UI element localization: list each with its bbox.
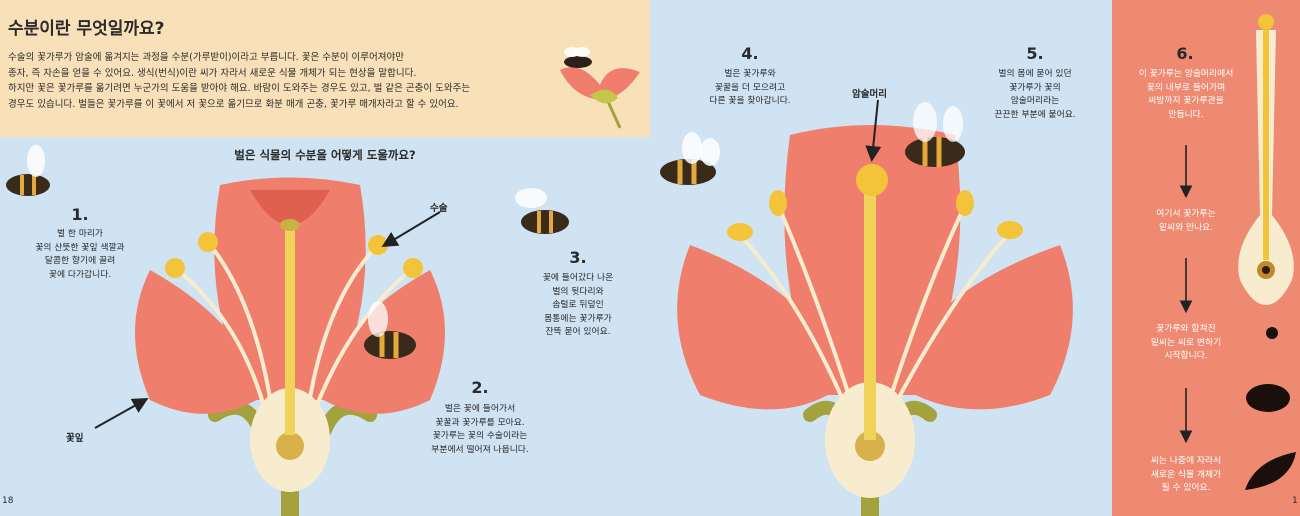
bee-step3 — [515, 188, 569, 234]
intro-box — [0, 0, 650, 137]
intro-line: 수술의 꽃가루가 암술에 옮겨지는 과정을 수분(가루받이)이라고 부릅니다. … — [8, 52, 404, 63]
intro-paragraph: 수술의 꽃가루가 암술에 옮겨지는 과정을 수분(가루받이)이라고 부릅니다. … — [8, 50, 568, 112]
step3-number: 3. — [569, 248, 587, 267]
step4-number: 4. — [741, 44, 759, 63]
intro-line: 경우도 있습니다. 벌들은 꽃가루를 이 꽃에서 저 꽃으로 옮기므로 화분 매… — [8, 98, 459, 110]
step1-number: 1. — [71, 205, 89, 224]
step5-number: 5. — [1026, 44, 1044, 63]
seed-stages — [1245, 327, 1296, 490]
intro-line: 종자, 즉 자손을 얻을 수 있어요. 생식(번식)이란 씨가 자라서 새로운 … — [8, 67, 417, 79]
middle-flower — [677, 125, 1073, 516]
bee-top-left — [6, 145, 50, 196]
bee-in-left-flower — [364, 301, 416, 359]
label-stigma: 암술머리 — [852, 89, 887, 100]
page-number-right: 1 — [1292, 496, 1298, 506]
subtitle: 벌은 식물의 수분을 어떻게 도울까요? — [234, 148, 416, 162]
page-title: 수분이란 무엇일까요? — [8, 19, 165, 39]
left-flower — [135, 177, 445, 516]
intro-line: 하지만 꽃은 꽃가루를 옮기려면 누군가의 도움을 받아야 해요. 바람이 도와… — [8, 83, 471, 94]
label-stamen: 수술 — [430, 203, 448, 214]
bee-on-stigma — [905, 102, 965, 167]
step6-number: 6. — [1176, 44, 1194, 63]
pistil-cross-section — [1238, 14, 1294, 305]
small-flower-illustration — [560, 67, 640, 129]
page-number-left: 18 — [2, 496, 14, 506]
bee-step4 — [660, 132, 720, 185]
bee-small-top — [564, 47, 592, 68]
step2-number: 2. — [471, 378, 489, 397]
label-petal: 꽃잎 — [66, 433, 84, 444]
